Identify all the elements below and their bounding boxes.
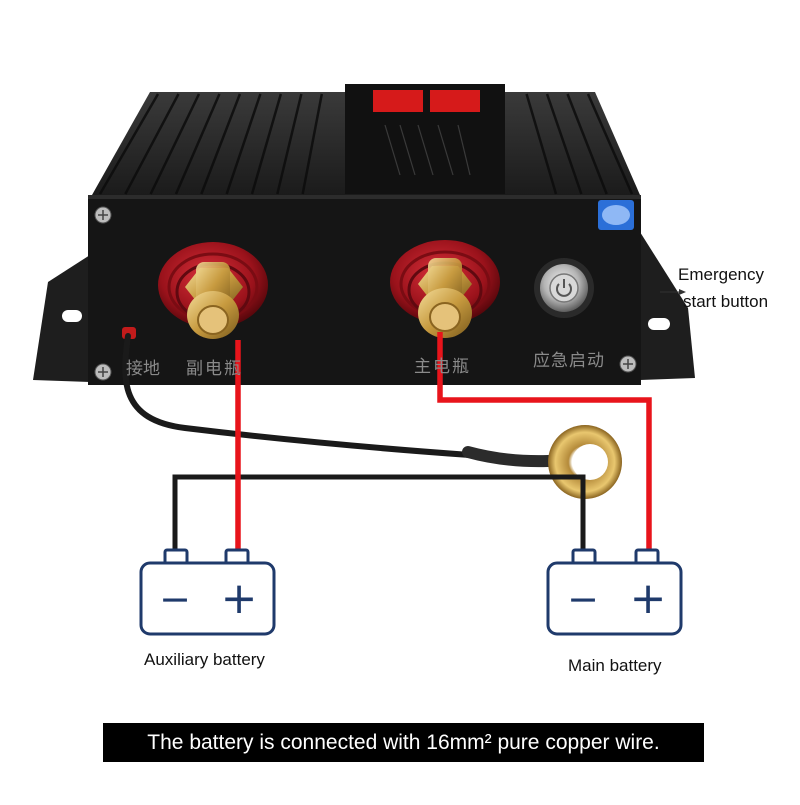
emergency-callout-arrow [660, 289, 686, 295]
aux-negative-symbol: − [159, 577, 191, 621]
emergency-start-button [534, 258, 594, 318]
led-display-right [430, 90, 480, 112]
main-negative-symbol: − [567, 577, 599, 621]
auxiliary-battery [139, 548, 276, 636]
screw-top-left [94, 206, 112, 224]
power-icon [556, 283, 572, 297]
main-battery-label: Main battery [568, 656, 662, 675]
footer-caption: The battery is connected with 16mm² pure… [103, 723, 704, 762]
auxiliary-battery-label: Auxiliary battery [144, 650, 265, 669]
device-top [92, 84, 640, 195]
ground-terminal-label: 接地 [126, 359, 160, 379]
emergency-callout-line2: start button [683, 292, 769, 311]
mounting-flange-right [640, 232, 695, 380]
mounting-flange-left [33, 255, 90, 382]
main-terminal-label: 主电瓶 [414, 357, 471, 377]
emergency-start-label: 应急启动 [533, 351, 605, 371]
main-terminal [390, 240, 500, 338]
main-battery [546, 548, 683, 636]
negative-wire [172, 474, 586, 553]
positive-wire [235, 332, 652, 553]
brand-sticker [598, 200, 634, 230]
ground-lead [122, 327, 622, 499]
led-display-left [373, 90, 423, 112]
main-positive-symbol: + [630, 573, 667, 624]
auxiliary-terminal [158, 242, 268, 339]
emergency-callout-line1: Emergency [678, 265, 764, 284]
control-panel [345, 84, 505, 194]
auxiliary-terminal-label: 副电瓶 [186, 359, 243, 379]
screw-bottom-left [94, 363, 112, 381]
screw-bottom-right [619, 355, 637, 373]
aux-positive-symbol: + [221, 573, 258, 624]
